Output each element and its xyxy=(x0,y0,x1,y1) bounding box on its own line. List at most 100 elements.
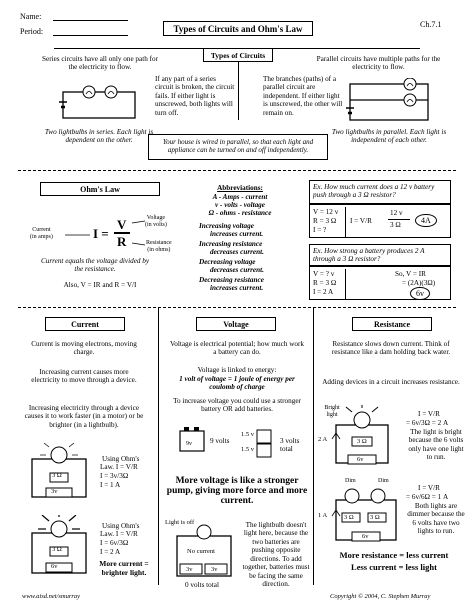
rule3b: decreases current. xyxy=(210,266,264,274)
svg-text:9v: 9v xyxy=(186,441,192,447)
parallel-intro: Parallel circuits have multiple paths fo… xyxy=(316,55,441,72)
ex1-num: 12 v xyxy=(390,209,403,217)
series-circuit-diagram xyxy=(59,85,136,119)
ohms-separator xyxy=(18,170,456,171)
current-title: Current xyxy=(45,317,125,331)
e1-l2: = 6v/3Ω = 2 A xyxy=(406,419,449,427)
c2-l4: I = 2 A xyxy=(100,548,121,556)
light-off-label: Light is off xyxy=(165,519,195,526)
resistance-circuit2 xyxy=(331,488,397,542)
voltage-p1: Voltage is electrical potential; how muc… xyxy=(170,340,304,357)
ohms-eq-R: R xyxy=(117,234,127,249)
c1-l2: Law. I = V/R xyxy=(100,463,138,471)
c2-l2: Law. I = V/R xyxy=(100,530,138,538)
voltage-big: More voltage is like a stronger pump, gi… xyxy=(166,476,308,506)
ex1-eq: I = V/R xyxy=(350,217,372,225)
series-caption: Two lightbulbs in series. Each light is … xyxy=(44,128,154,145)
resistance-title: Resistance xyxy=(352,317,432,331)
house-note: Your house is wired in parallel, so that… xyxy=(148,134,328,160)
current-circuit2 xyxy=(31,515,87,574)
resistance-circuit1 xyxy=(331,405,389,465)
resistance-label: Resistance (in ohms) xyxy=(146,240,172,254)
chapter-label: Ch.7.1 xyxy=(420,20,442,29)
current-p1: Current is moving electrons, moving char… xyxy=(31,340,137,357)
ohms-eq-I: I = xyxy=(93,226,109,241)
zero-volts: 0 volts total xyxy=(185,581,219,589)
parallel-circuit-diagram xyxy=(346,78,429,121)
col-divider-1 xyxy=(158,307,159,585)
battery-3v-total: 3 volts total xyxy=(280,437,300,454)
name-label: Name: xyxy=(20,12,42,21)
no-current-label: No current xyxy=(187,548,215,555)
rule2a: Increasing resistance xyxy=(199,240,263,248)
bright-label: Bright light xyxy=(324,405,340,419)
series-intro: Series circuits have all only one path f… xyxy=(42,55,158,72)
ex1-line3: I = ? xyxy=(313,226,327,234)
r2a-label: 3 Ω xyxy=(344,514,354,521)
ex1-line1: V = 12 v xyxy=(313,208,339,216)
period-label: Period: xyxy=(20,27,44,36)
current-circuit1 xyxy=(31,443,87,498)
c1-resistor: 3 Ω xyxy=(52,472,62,479)
footer-copyright: Copyright © 2004, C. Stephen Murray xyxy=(330,593,431,600)
ex2-answer: 6v xyxy=(410,287,430,301)
period-field[interactable] xyxy=(53,35,128,36)
bat2-label: 6v xyxy=(362,533,369,540)
ex2-right1: So, V = IR xyxy=(395,270,426,278)
ohms-eq-V: V xyxy=(117,217,127,232)
bat-3a: 3v xyxy=(186,566,193,573)
voltage-label: Voltage (in volts) xyxy=(145,215,167,229)
ohms-law-title: Ohm's Law xyxy=(40,182,160,196)
resistance-more: More resistance = less current xyxy=(339,550,449,560)
abbr-volts: v - volts - voltage xyxy=(215,201,265,209)
col-divider-2 xyxy=(313,307,314,585)
c1-l3: I = 3v/3Ω xyxy=(100,472,129,480)
c1-l4: I = 1 A xyxy=(100,481,121,489)
voltage-p3: To increase voltage you could use a stro… xyxy=(173,397,301,414)
circuit-divider xyxy=(238,62,239,120)
ex2-right2: = (2A)(3Ω) xyxy=(402,279,436,287)
rule3a: Decreasing voltage xyxy=(199,258,256,266)
ohms-fraction-bar xyxy=(114,232,130,234)
example1-work: V = 12 v R = 3 Ω I = ? I = V/R 12 v 3 Ω … xyxy=(309,204,451,238)
types-of-circuits-title: Types of Circuits xyxy=(203,48,273,62)
amp-2a: 2 A xyxy=(318,436,328,443)
voltage-opposing-circuit xyxy=(176,524,232,577)
c1-battery: 3v xyxy=(51,488,58,495)
current-label: Current (in amps) xyxy=(30,227,53,241)
ohms-also: Also, V = IR and R = V/I xyxy=(63,281,137,289)
e2-l1: I = V/R xyxy=(418,484,440,492)
ex1-den: 3 Ω xyxy=(390,221,401,229)
voltage-title: Voltage xyxy=(196,317,276,331)
current-p3: Increasing electricity through a device … xyxy=(24,404,144,429)
name-field[interactable] xyxy=(53,20,128,21)
bat-3b: 3v xyxy=(211,566,218,573)
dim-label-1: Dim xyxy=(345,478,356,484)
voltage-explain: The lightbulb doesn't light here, becaus… xyxy=(242,521,310,589)
current-more: More current = brighter light. xyxy=(99,559,149,577)
example1-question: Ex. How much current does a 12 v battery… xyxy=(309,180,451,204)
battery-15a: 1.5 v xyxy=(241,431,254,438)
voltage-p2a: Voltage is linked to energy: xyxy=(197,366,277,374)
e1-l3: The light is bright because the 6 volts … xyxy=(408,428,464,462)
battery-9v-label: 9 volts xyxy=(210,437,230,445)
parallel-branches-text: The branches (paths) of a parallel circu… xyxy=(263,75,343,117)
ohms-description: Current equals the voltage divided by th… xyxy=(40,257,150,274)
footer-url[interactable]: www.aisd.net/smurray xyxy=(22,593,81,600)
abbr-amps: A - Amps - current xyxy=(212,193,268,201)
e2-l2: = 6v/6Ω = 1 A xyxy=(406,493,449,501)
c2-battery: 6v xyxy=(51,563,58,570)
rule1b: increases current. xyxy=(210,230,264,238)
r2b-label: 3 Ω xyxy=(370,514,380,521)
abbreviations-title: Abbreviations: xyxy=(217,184,263,192)
current-p2: Increasing current causes more electrici… xyxy=(31,368,137,385)
example2-work: V = ? v R = 3 Ω I = 2 A So, V = IR = (2A… xyxy=(309,266,451,301)
amp-1a: 1 A xyxy=(318,512,328,519)
battery-15b: 1.5 v xyxy=(241,446,254,453)
ex1-line2: R = 3 Ω xyxy=(313,217,337,225)
e2-l3: Both lights are dimmer because the 6 vol… xyxy=(407,502,465,536)
c1-l1: Using Ohm's xyxy=(102,455,140,463)
rule2b: decreases current. xyxy=(210,248,264,256)
r1-label: 3 Ω xyxy=(357,438,367,445)
dim-label-2: Dim xyxy=(378,478,389,484)
